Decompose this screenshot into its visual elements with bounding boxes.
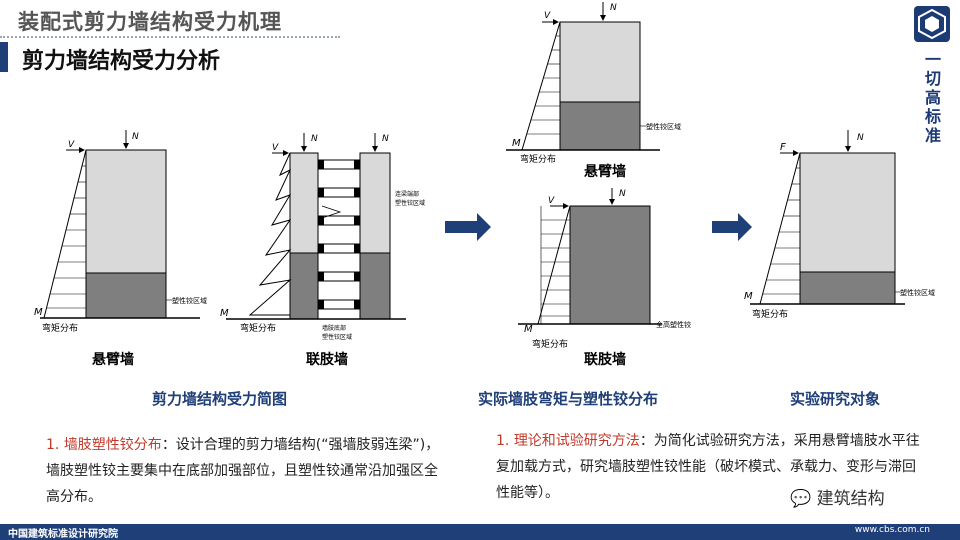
caption-force-diagram: 剪力墙结构受力简图 — [152, 390, 288, 408]
wall-upper — [85, 149, 167, 274]
svg-text:弯矩分布: 弯矩分布 — [752, 308, 788, 320]
svg-text:N: N — [619, 189, 626, 199]
svg-text:M: M — [220, 308, 229, 319]
logo-slogan: 一切高标准 — [924, 50, 941, 145]
caption-test-object: 实验研究对象 — [790, 390, 881, 408]
label-n: N — [132, 132, 139, 142]
svg-text:弯矩分布: 弯矩分布 — [240, 322, 276, 334]
moment-diagram — [43, 149, 87, 319]
svg-text:联肢墙: 联肢墙 — [584, 351, 626, 368]
subtitle-bar — [0, 42, 8, 72]
label-moment: 弯矩分布 — [42, 322, 78, 334]
svg-text:V: V — [548, 196, 555, 206]
cantilever-wall-diagram: V N M 弯矩分布 塑性铰区域 悬臂墙 — [34, 130, 207, 368]
slide-subtitle: 剪力墙结构受力分析 — [22, 49, 221, 74]
svg-text:N: N — [610, 3, 617, 13]
flow-arrow-2 — [712, 213, 752, 241]
note-right: 1. 理论和试验研究方法：为简化试验研究方法，采用悬臂墙肢水平往复加载方式，研究… — [496, 433, 920, 501]
label-hinge: 塑性铰区域 — [172, 296, 207, 305]
footer-bar — [0, 524, 960, 540]
svg-text:联肢墙: 联肢墙 — [306, 351, 348, 368]
svg-text:V: V — [272, 143, 279, 153]
wechat-watermark: 💬 建筑结构 — [790, 489, 885, 509]
svg-text:全高塑性铰: 全高塑性铰 — [656, 320, 691, 329]
label-m: M — [34, 307, 43, 318]
title-divider — [0, 36, 340, 40]
svg-text:弯矩分布: 弯矩分布 — [532, 338, 568, 350]
coupled-wall-diagram: V N N M 弯矩分布 连梁端部 塑性铰区域 墙肢底部 塑性铰区域 联肢墙 — [220, 133, 425, 368]
wall-limb-diagram: V N M 弯矩分布 全高塑性铰 联肢墙 — [518, 188, 691, 368]
svg-text:F: F — [780, 142, 786, 153]
svg-text:N: N — [857, 133, 864, 143]
svg-text:V: V — [544, 11, 551, 21]
caption-actual-distribution: 实际墙肢弯矩与塑性铰分布 — [478, 390, 659, 408]
svg-text:塑性铰区域: 塑性铰区域 — [395, 199, 425, 207]
svg-text:塑性铰区域: 塑性铰区域 — [646, 122, 681, 131]
svg-text:N: N — [382, 134, 389, 144]
cantilever-wall-diagram-2: V N M 弯矩分布 塑性铰区域 悬臂墙 — [506, 2, 681, 180]
note-left: 1. 墙肢塑性铰分布：设计合理的剪力墙结构(“强墙肢弱连梁”)，墙肢塑性铰主要集… — [46, 437, 440, 505]
svg-text:弯矩分布: 弯矩分布 — [520, 153, 556, 165]
svg-text:N: N — [311, 134, 318, 144]
svg-text:塑性铰区域: 塑性铰区域 — [900, 288, 935, 297]
slide-title: 装配式剪力墙结构受力机理 — [18, 10, 282, 34]
logo-icon — [914, 6, 950, 42]
footer-org: 中国建筑标准设计研究院 — [8, 529, 118, 540]
label-v: V — [68, 140, 75, 150]
wechat-icon: 💬 — [790, 489, 812, 509]
plastic-hinge-zone — [85, 272, 167, 319]
svg-text:M: M — [524, 324, 533, 335]
diagram-name: 悬臂墙 — [91, 351, 134, 368]
test-specimen-diagram: F N M 弯矩分布 塑性铰区域 — [744, 130, 935, 320]
svg-text:M: M — [512, 138, 521, 149]
footer-url[interactable]: www.cbs.com.cn — [854, 525, 930, 535]
flow-arrow-1 — [445, 213, 491, 241]
svg-text:塑性铰区域: 塑性铰区域 — [322, 333, 352, 341]
svg-text:悬臂墙: 悬臂墙 — [583, 163, 626, 180]
svg-text:M: M — [744, 291, 753, 302]
svg-text:墙肢底部: 墙肢底部 — [322, 324, 346, 332]
svg-text:连梁端部: 连梁端部 — [395, 190, 419, 198]
